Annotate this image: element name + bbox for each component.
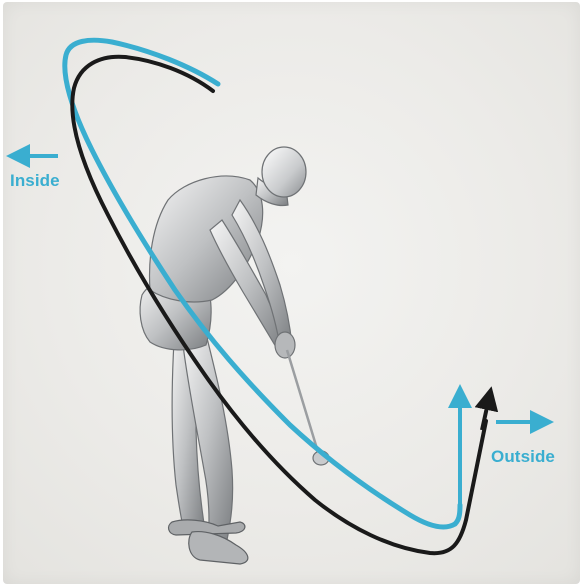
golfer-figure: [140, 147, 329, 564]
outside-label: Outside: [491, 447, 555, 467]
inside-label: Inside: [10, 171, 60, 191]
inside-swing-path-return: [455, 505, 460, 524]
